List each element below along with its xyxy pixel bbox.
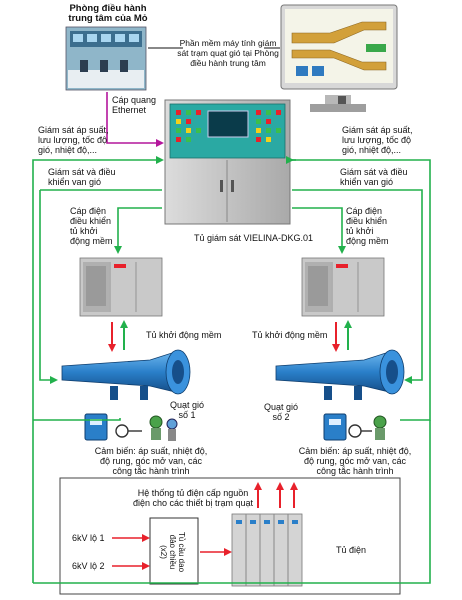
transfer-switch-line1: Tủ cầu dao: [177, 531, 186, 573]
valve-right-line1: Giám sát và điều: [340, 167, 408, 177]
sensor-left-link: [33, 418, 121, 421]
fan1-label: Quạt gió số 1: [162, 400, 212, 420]
softstart-left-label: Tủ khởi động mềm: [146, 330, 222, 340]
softstart-right-label: Tủ khởi động mềm: [252, 330, 328, 340]
cable-left-arrow: [114, 207, 162, 254]
monitor-left-line1: Giám sát áp suất,: [38, 125, 109, 135]
cable-right-line2: điều khiển: [346, 216, 388, 226]
fiber-line2: Ethernet: [112, 105, 147, 115]
fiber-ethernet-arrow: [106, 92, 164, 147]
feeder1-label: 6kV lộ 1: [72, 533, 105, 543]
cable-left-label: Cáp điện điều khiển tủ khởi động mềm: [70, 206, 113, 246]
electrical-panel: [231, 513, 303, 587]
valve-left-line2: khiển van gió: [48, 177, 102, 187]
software-line2: sát trạm quạt gió tại Phòng: [177, 48, 279, 58]
cable-left-line1: Cáp điện: [70, 206, 107, 216]
monitor-right-line2: lưu lượng, tốc độ: [342, 135, 411, 145]
valve-left-line1: Giám sát và điều: [48, 167, 116, 177]
monitor-screen: [280, 4, 398, 112]
power-system-label: Hệ thống tủ điện cấp nguồn điện cho các …: [118, 488, 268, 508]
monitor-right-arrow: [292, 159, 431, 421]
fan1-line2: số 1: [178, 410, 196, 420]
sensors-left-line2: độ rung, góc mở van, các: [100, 456, 202, 466]
fiber-label: Cáp quang Ethernet: [112, 95, 156, 115]
monitor-left-line3: gió, nhiệt độ,...: [38, 145, 98, 155]
software-line3: điều hành trung tâm: [190, 58, 266, 68]
monitor-right-line1: Giám sát áp suất,: [342, 125, 413, 135]
fan2-label: Quạt gió số 2: [256, 402, 306, 422]
transfer-switch-line3: (x2): [159, 545, 168, 559]
valve-left-arrow: [39, 190, 58, 384]
control-room-label: Phòng điều hành trung tâm của Mỏ: [62, 4, 154, 24]
sensors-right-line3: công tắc hành trình: [316, 466, 394, 476]
sensors-right-line2: độ rung, góc mở van, các: [304, 456, 406, 466]
cable-left-line4: động mềm: [70, 236, 113, 246]
fiber-line1: Cáp quang: [112, 95, 157, 105]
sensors-right-line1: Cảm biến: áp suất, nhiệt độ,: [298, 446, 412, 456]
monitor-left-line2: lưu lượng, tốc độ: [38, 135, 107, 145]
cabinet-label: Tủ giám sát VIELINA-DKG.01: [194, 233, 314, 243]
valve-right-arrow: [292, 189, 423, 384]
monitor-left-arrow: [32, 156, 164, 583]
sensors-right-devices: [323, 413, 387, 441]
software-line1: Phần mềm máy tính giám: [179, 38, 277, 48]
sensors-left-label: Cảm biến: áp suất, nhiệt độ, độ rung, gó…: [76, 446, 226, 476]
cable-right-arrow: [292, 207, 346, 254]
cable-right-label: Cáp điện điều khiển tủ khởi động mềm: [346, 206, 389, 246]
valve-left-label: Giám sát và điều khiển van gió: [48, 167, 116, 187]
softstart-panel-right: [301, 257, 385, 317]
cable-left-line3: tủ khởi: [70, 226, 98, 236]
feeder2-label: 6kV lộ 2: [72, 561, 105, 571]
control-room-photo: [65, 26, 147, 91]
softstart-panel-left: [79, 257, 163, 317]
power-system-line1: Hệ thống tủ điện cấp nguồn: [137, 488, 249, 498]
monitor-right-line3: gió, nhiệt độ,...: [342, 145, 402, 155]
fan2-line1: Quạt gió: [263, 402, 299, 412]
transfer-switch-box: [149, 517, 199, 585]
fan2-line2: số 2: [272, 412, 290, 422]
monitoring-cabinet: [164, 99, 291, 225]
control-room-line2: trung tâm của Mỏ: [68, 13, 148, 24]
transfer-switch-line2: đảo chiều: [168, 534, 177, 570]
sensors-left-line3: công tắc hành trình: [112, 466, 190, 476]
cable-left-line2: điều khiển: [70, 216, 112, 226]
power-system-line2: điện cho các thiết bị trạm quạt: [132, 498, 254, 508]
monitor-left-label: Giám sát áp suất, lưu lượng, tốc độ gió,…: [38, 125, 109, 155]
panel-label: Tủ điện: [336, 545, 367, 555]
valve-right-label: Giám sát và điều khiển van gió: [340, 167, 408, 187]
control-room-line1: Phòng điều hành: [69, 3, 147, 14]
fan1-line1: Quạt gió: [169, 400, 205, 410]
software-label: Phần mềm máy tính giám sát trạm quạt gió…: [176, 38, 280, 68]
valve-right-line2: khiển van gió: [340, 177, 394, 187]
cable-right-line4: động mềm: [346, 236, 389, 246]
cable-right-line3: tủ khởi: [346, 226, 374, 236]
power-system-frame: [59, 477, 401, 595]
transfer-switch-label: Tủ cầu dao đảo chiều (x2): [159, 519, 186, 585]
bottom-loop: [33, 420, 431, 584]
sensors-right-label: Cảm biến: áp suất, nhiệt độ, độ rung, gó…: [280, 446, 430, 476]
fan-1: [61, 349, 191, 400]
monitor-right-label: Giám sát áp suất, lưu lượng, tốc độ gió,…: [342, 125, 413, 155]
fan-2: [275, 349, 405, 400]
cable-right-line1: Cáp điện: [346, 206, 383, 216]
sensors-left-line1: Cảm biến: áp suất, nhiệt độ,: [94, 446, 208, 456]
